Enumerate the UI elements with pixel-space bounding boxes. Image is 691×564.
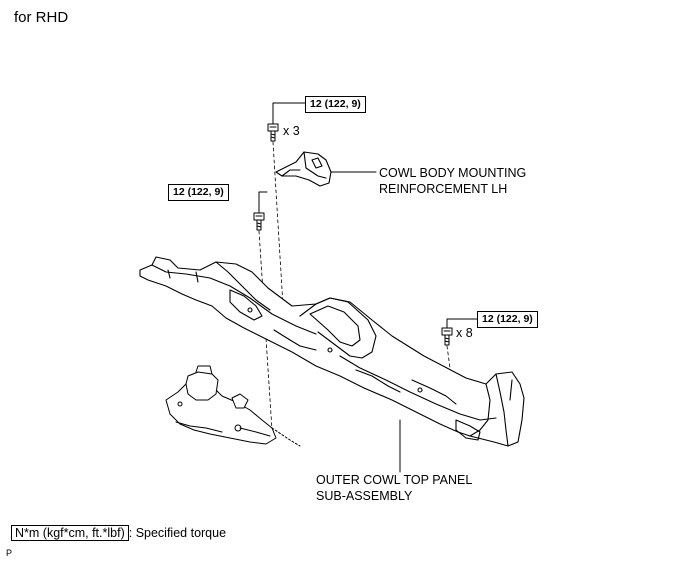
reinforcement-callout-line1: COWL BODY MOUNTING [379,166,527,180]
torque-leader-lines [258,102,478,331]
cowl-reinforcement-part [275,151,332,187]
panel-callout-line1: OUTER COWL TOP PANEL [316,473,473,487]
bolt-icon-top [267,123,279,142]
reinforcement-callout-line2: REINFORCEMENT LH [379,182,508,196]
torque-label-left: 12 (122, 9) [168,184,229,201]
panel-callout: OUTER COWL TOP PANEL SUB-ASSEMBLY [316,472,472,504]
legend-unit-box: N*m (kgf*cm, ft.*lbf) [11,525,129,541]
body-area-below [165,365,301,447]
torque-label-right: 12 (122, 9) [477,311,538,328]
reinforcement-callout: COWL BODY MOUNTING REINFORCEMENT LH [379,165,526,197]
panel-callout-line2: SUB-ASSEMBLY [316,489,413,503]
cowl-panel-part [139,256,525,447]
quantity-top: x 3 [283,124,300,138]
bolt-icon-left [253,212,265,231]
legend-description: : Specified torque [128,526,227,540]
torque-legend: N*m (kgf*cm, ft.*lbf): Specified torque [11,524,226,542]
torque-label-top: 12 (122, 9) [305,96,366,113]
quantity-right: x 8 [456,326,473,340]
diagram-title: for RHD [14,9,69,26]
bolt-icon-right [441,327,453,346]
page-mark: P [6,548,13,558]
